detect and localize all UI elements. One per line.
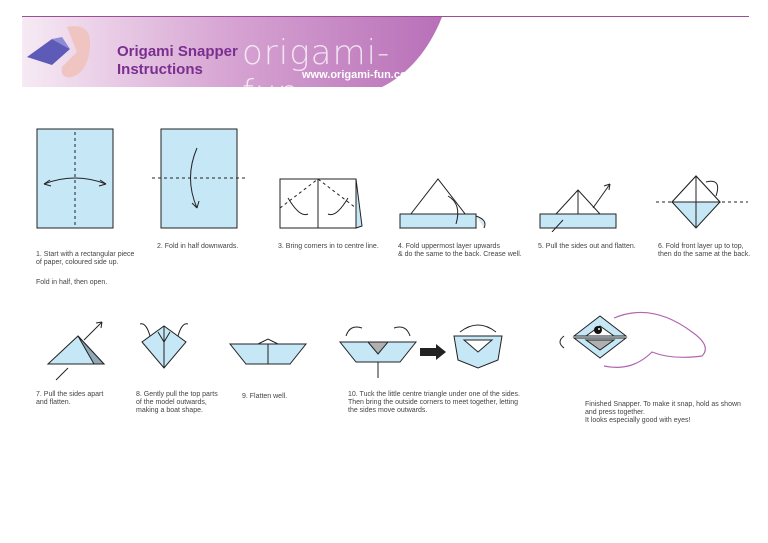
step-5-caption: 5. Pull the sides out and flatten. bbox=[538, 243, 636, 250]
step-7-caption: 7. Pull the sides apart and flatten. bbox=[36, 391, 104, 406]
step-9-caption: 9. Flatten well. bbox=[242, 393, 288, 400]
header-rule bbox=[22, 16, 749, 17]
step-1-caption: 1. Start with a rectangular piece of pap… bbox=[36, 251, 135, 286]
banner-background bbox=[22, 17, 442, 87]
step-3-caption: 3. Bring corners in to centre line. bbox=[278, 243, 379, 250]
step-3-diagram bbox=[279, 178, 363, 229]
finished-caption: Finished Snapper. To make it snap, hold … bbox=[585, 401, 741, 424]
step-4-caption: 4. Fold uppermost layer upwards & do the… bbox=[398, 243, 522, 258]
step-8-caption: 8. Gently pull the top parts of the mode… bbox=[136, 391, 218, 414]
step-10-caption: 10. Tuck the little centre triangle unde… bbox=[348, 391, 520, 414]
finished-snapper-diagram bbox=[559, 311, 706, 368]
step-8-diagram bbox=[139, 323, 189, 369]
step-7-diagram bbox=[46, 321, 106, 381]
step-4-diagram bbox=[398, 178, 486, 229]
step-1-diagram bbox=[36, 128, 114, 229]
website-url: www.origami-fun.com bbox=[302, 69, 417, 81]
step-2-caption: 2. Fold in half downwards. bbox=[157, 243, 239, 250]
step-5-diagram bbox=[539, 183, 617, 232]
step-6-caption: 6. Fold front layer up to top, then do t… bbox=[658, 243, 751, 258]
step-2-diagram bbox=[152, 128, 248, 229]
page-title: Origami Snapper Instructions bbox=[117, 43, 238, 78]
step-10-diagram bbox=[338, 324, 503, 378]
brand-logo-text: origami-fun bbox=[242, 33, 391, 113]
step-9-diagram bbox=[228, 338, 308, 365]
hand-logo-icon bbox=[27, 26, 91, 78]
header-banner: Origami Snapper Instructions origami-fun… bbox=[22, 17, 442, 113]
step-6-diagram bbox=[656, 175, 748, 229]
